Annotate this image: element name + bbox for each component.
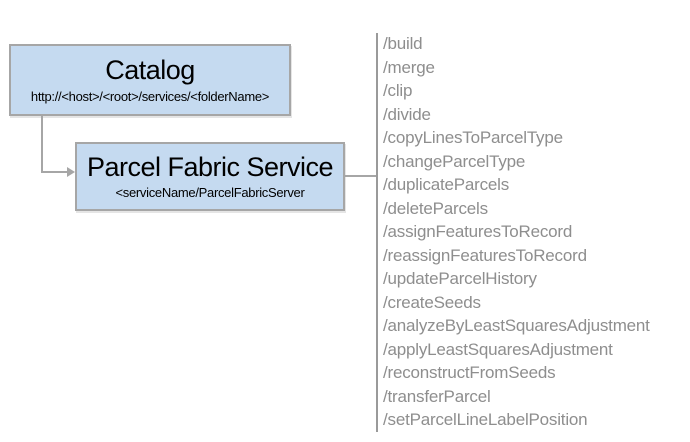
arrow-right-icon [67,167,75,177]
endpoint-item: /merge [383,57,435,77]
endpoint-item: /updateParcelHistory [383,269,537,288]
catalog-node: Catalog http://<host>/<root>/services/<f… [9,44,291,116]
endpoint-item: /reconstructFromSeeds [383,363,556,382]
service-title: Parcel Fabric Service [86,151,334,182]
catalog-title: Catalog [105,55,195,86]
endpoint-separator-line [376,33,378,432]
endpoint-item: /createSeeds [383,292,481,312]
endpoint-item: /transferParcel [383,386,491,406]
endpoint-item: /divide [383,104,431,124]
service-path: <serviceName/ParcelFabricServer [115,185,305,201]
endpoint-item: /clip [383,81,413,100]
connector-vertical-line [41,116,43,173]
endpoint-list: /build/merge/clip/divide/copyLinesToParc… [383,32,650,432]
endpoint-item: /analyzeByLeastSquaresAdjustment [383,316,650,335]
endpoint-item: /changeParcelType [383,151,526,171]
endpoint-item: /deleteParcels [383,198,488,218]
endpoint-item: /copyLinesToParcelType [383,128,563,147]
parcel-fabric-service-node: Parcel Fabric Service <serviceName/Parce… [75,142,345,211]
endpoint-item: /assignFeaturesToRecord [383,222,573,241]
endpoint-item: /setParcelLineLabelPosition [383,410,588,429]
connector-service-to-list-line [345,175,376,177]
endpoint-item: /applyLeastSquaresAdjustment [383,339,613,359]
endpoint-item: /build [383,34,423,53]
catalog-url: http://<host>/<root>/services/<folderNam… [30,88,270,104]
endpoint-item: /reassignFeaturesToRecord [383,245,587,265]
connector-horizontal-line [41,171,68,173]
endpoint-item: /duplicateParcels [383,175,510,194]
